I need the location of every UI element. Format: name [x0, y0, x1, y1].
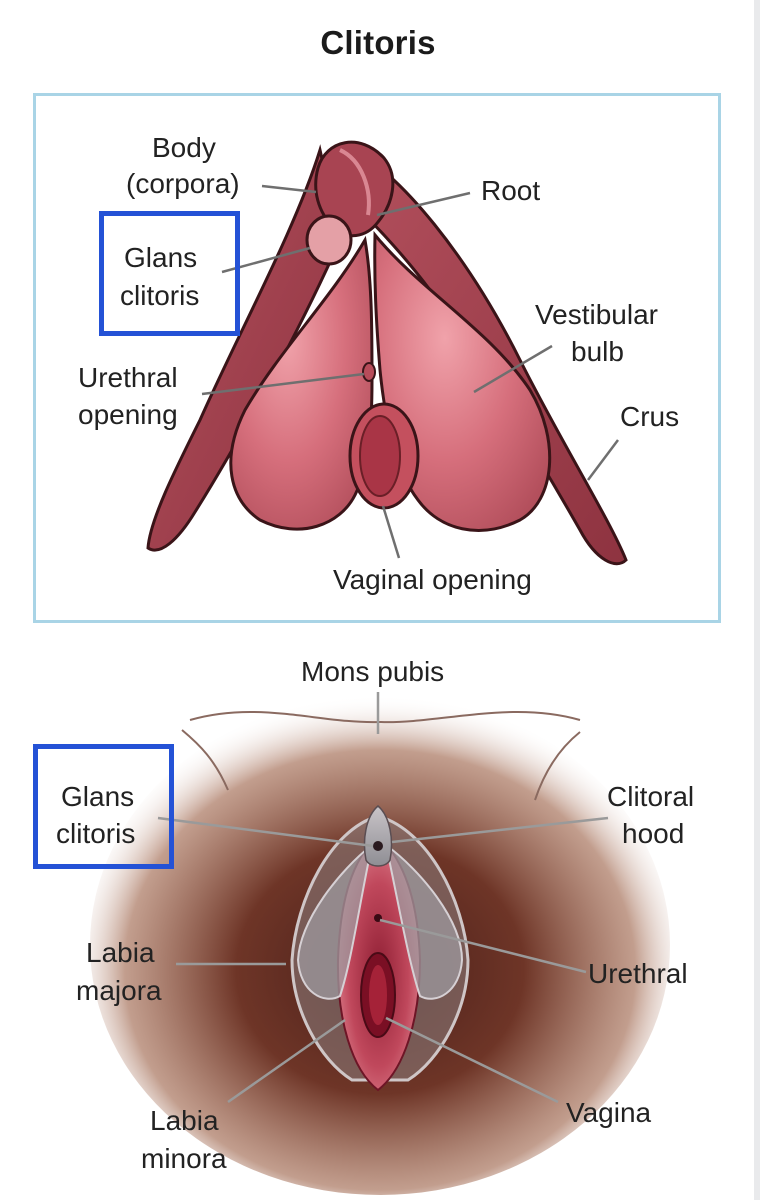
- label-vaginal-opening: Vaginal opening: [333, 564, 532, 595]
- label-urethral-2: opening: [78, 399, 178, 430]
- label-crus: Crus: [620, 401, 680, 432]
- clitoral-body: [314, 140, 395, 238]
- label-clitoral-2: hood: [622, 818, 685, 849]
- label-labia-minora-1: Labia: [150, 1105, 219, 1136]
- label-root: Root: [481, 175, 541, 206]
- labia-minora-right: [384, 842, 464, 1000]
- glans-highlight-box-bottom: [33, 744, 174, 869]
- label-vagina: Vagina: [566, 1097, 652, 1128]
- label-glans-top-2: clitoris: [120, 280, 200, 311]
- label-glans-top-1: Glans: [124, 242, 198, 273]
- label-vestibular-1: Vestibular: [535, 299, 658, 330]
- label-body: Body: [152, 132, 216, 163]
- vulva-illustration: [90, 695, 670, 1195]
- label-labia-majora-2: majora: [76, 975, 162, 1006]
- label-labia-minora-2: minora: [141, 1143, 227, 1174]
- mons-pubis-curve: [189, 711, 581, 724]
- figure-title: Clitoris: [320, 24, 436, 61]
- label-clitoral-1: Clitoral: [607, 781, 695, 812]
- bottom-leader-lines: [157, 692, 609, 1104]
- label-urethral-1: Urethral: [78, 362, 178, 393]
- label-vestibular-2: bulb: [571, 336, 624, 367]
- clitoris-illustration: [146, 140, 628, 566]
- top-diagram-frame: [33, 93, 721, 623]
- labia-minora-left: [296, 842, 374, 1000]
- label-labia-majora-1: Labia: [86, 937, 155, 968]
- glans-highlight-box-top: [99, 211, 240, 336]
- label-glans-bottom-1: Glans: [61, 781, 135, 812]
- label-urethral-bottom: Urethral: [588, 958, 688, 989]
- right-edge-strip: [754, 0, 760, 1200]
- label-glans-bottom-2: clitoris: [56, 818, 136, 849]
- urethral-opening-top: [362, 362, 376, 382]
- glans-clitoris-bottom: [373, 841, 383, 851]
- label-mons-pubis: Mons pubis: [301, 656, 445, 687]
- clitoral-hood-shape: [363, 805, 393, 867]
- label-corpora: (corpora): [126, 168, 240, 199]
- glans-clitoris-top: [305, 214, 353, 266]
